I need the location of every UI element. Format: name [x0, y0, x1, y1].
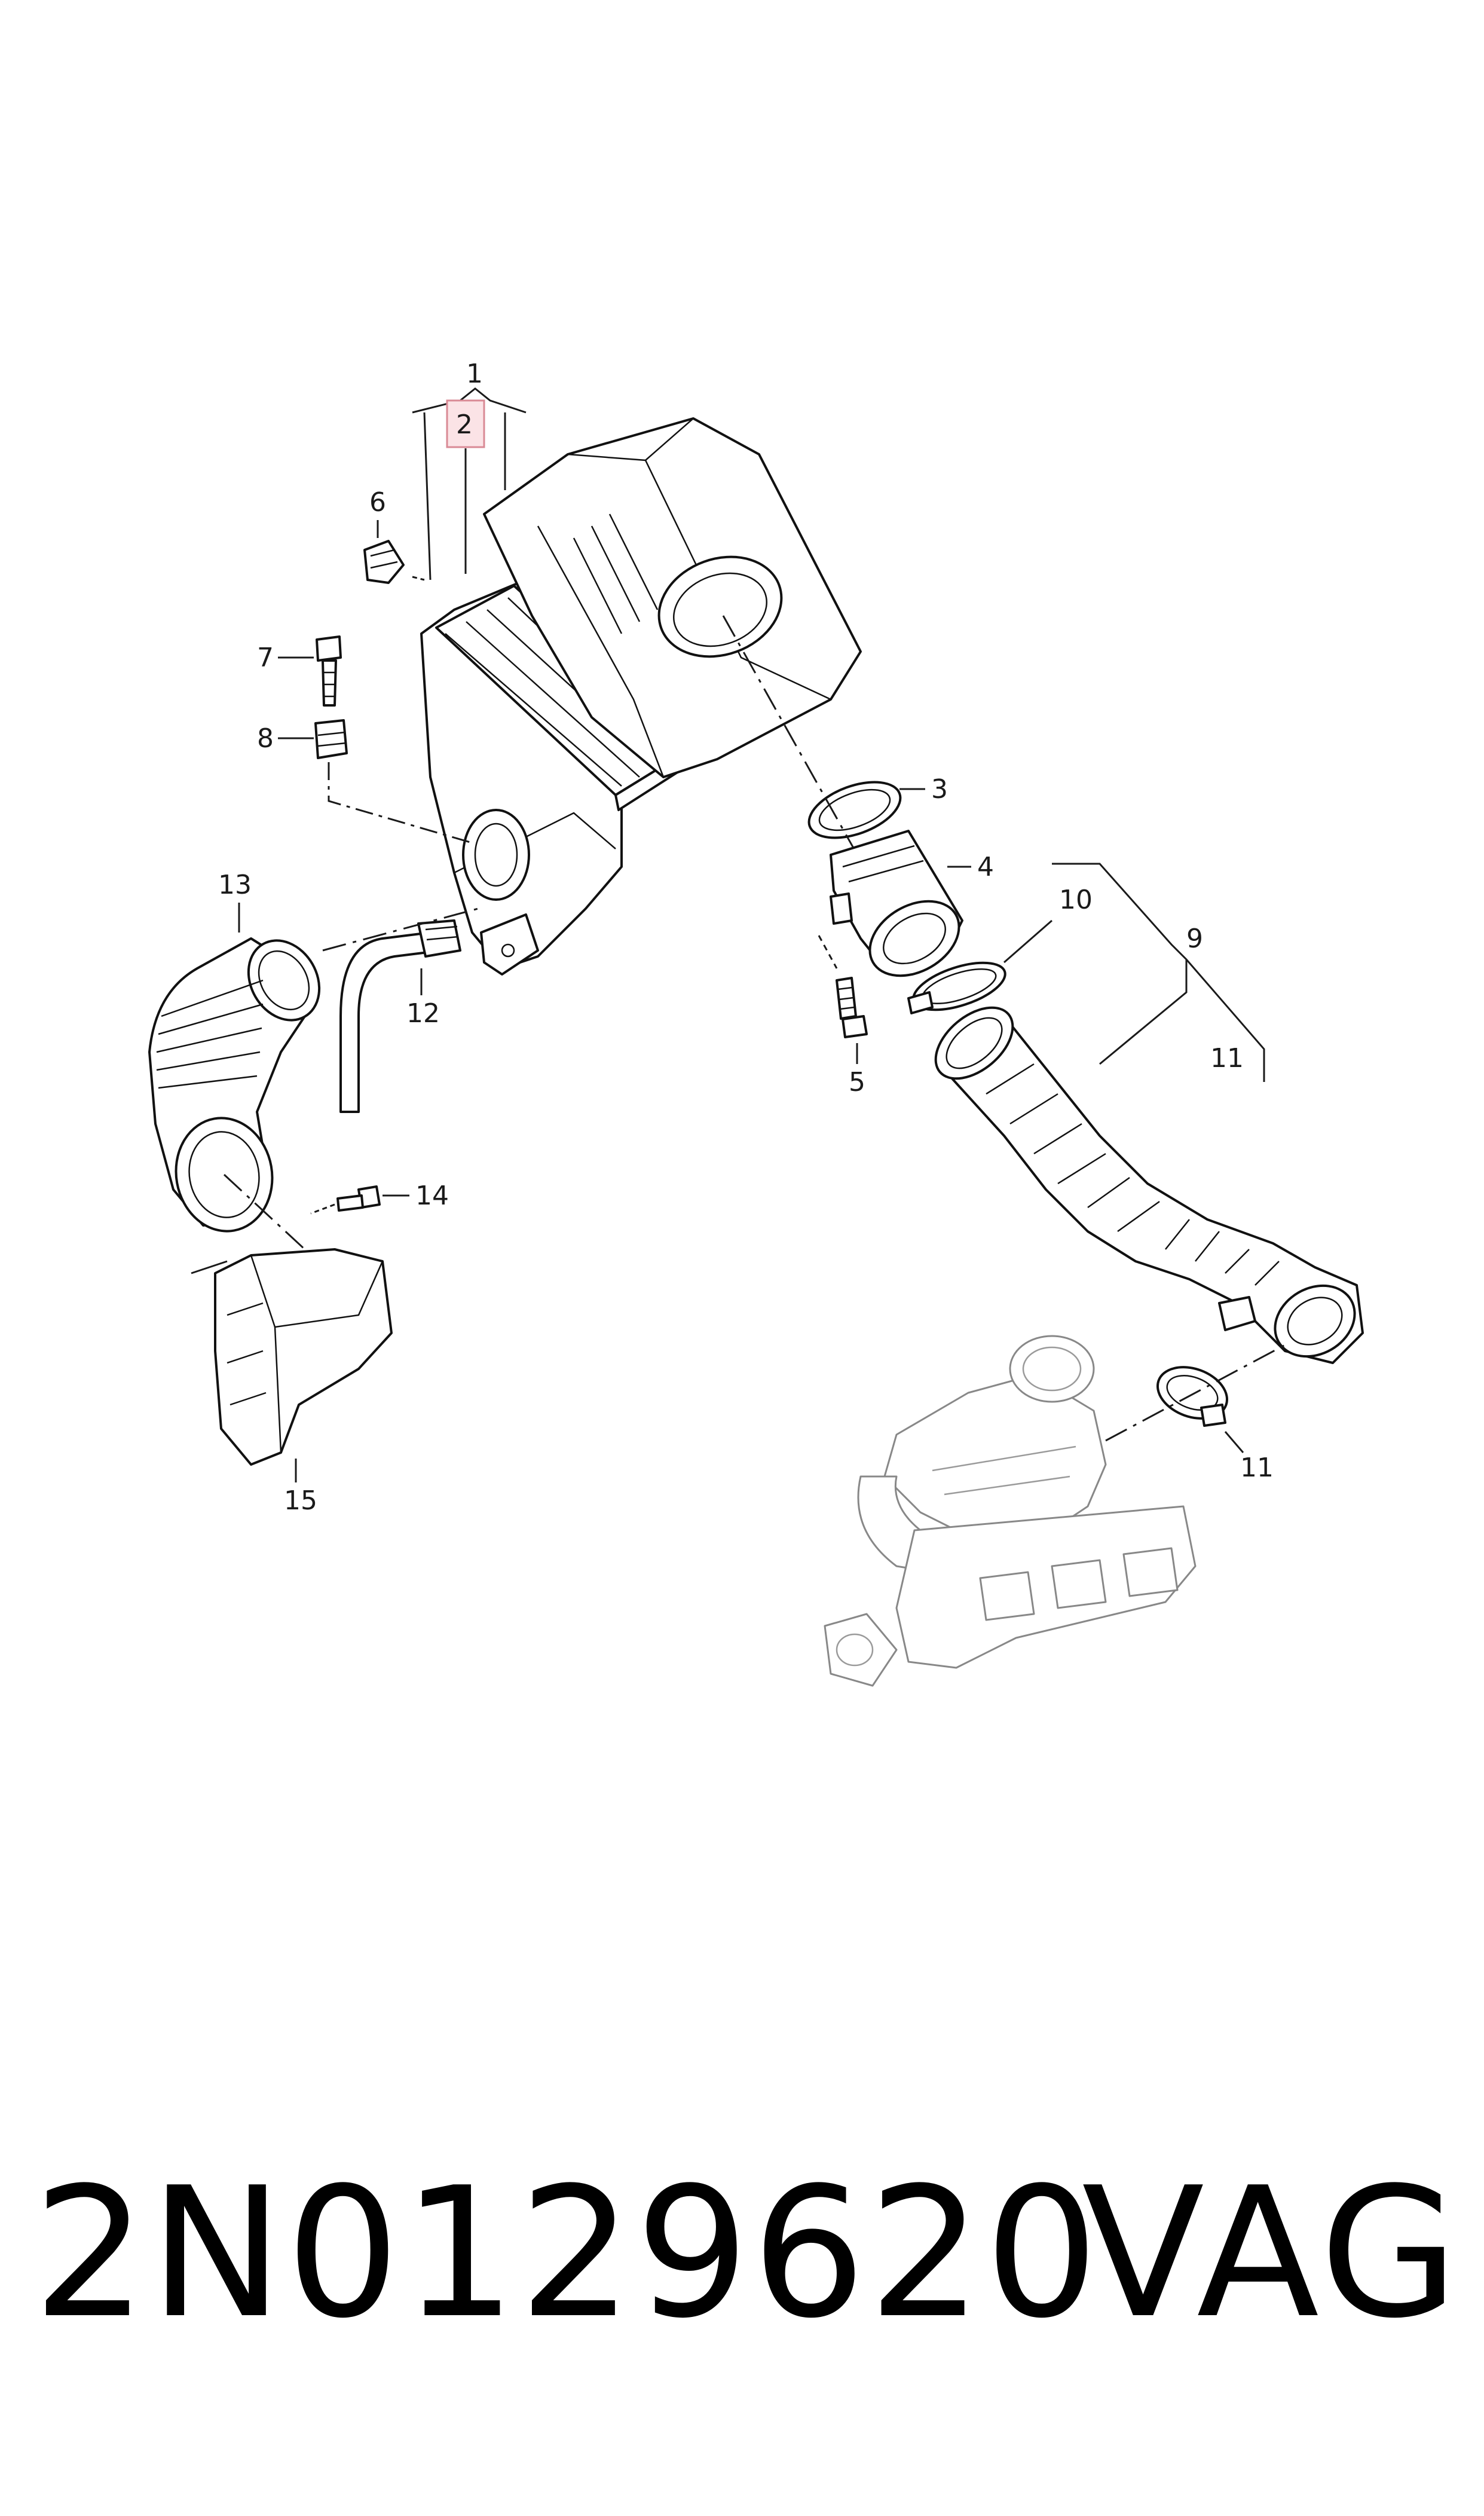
svg-text:5: 5 — [849, 1067, 865, 1097]
callout-7[interactable]: 7 — [257, 643, 314, 673]
svg-text:4: 4 — [977, 852, 994, 882]
callout-13[interactable]: 13 — [218, 870, 252, 933]
callout-11-lower[interactable]: 11 — [1224, 1431, 1274, 1483]
brand-name: VAG — [1082, 2149, 1462, 2358]
callout-3[interactable]: 3 — [899, 774, 948, 805]
footer: 2N0129620 VAG — [0, 2140, 1484, 2367]
svg-text:11: 11 — [1240, 1453, 1274, 1483]
svg-text:9: 9 — [1186, 924, 1203, 954]
callout-12[interactable]: 12 — [406, 968, 440, 1029]
callout-9[interactable]: 9 — [1052, 863, 1265, 1082]
air-filter-housing[interactable] — [420, 417, 862, 976]
callout-1[interactable]: 1 — [412, 359, 527, 580]
screw-part-5[interactable] — [818, 935, 868, 1038]
svg-text:13: 13 — [218, 870, 252, 900]
callout-14[interactable]: 14 — [383, 1181, 449, 1211]
svg-text:1: 1 — [466, 359, 483, 389]
callout-10[interactable]: 10 — [1003, 885, 1093, 964]
part-number: 2N0129620 — [33, 2149, 1101, 2358]
hose-clamp-part-11[interactable] — [1105, 1344, 1286, 1442]
breather-hose-part-12[interactable] — [322, 907, 479, 1113]
mass-airflow-sensor-part-4[interactable] — [830, 830, 972, 991]
svg-text:15: 15 — [284, 1485, 317, 1516]
svg-text:6: 6 — [369, 487, 386, 518]
callout-2-highlighted[interactable]: 2 — [446, 399, 485, 574]
svg-text:12: 12 — [406, 998, 440, 1029]
svg-text:10: 10 — [1059, 885, 1093, 915]
callout-11-upper[interactable]: 11 — [1210, 1043, 1244, 1074]
turbocharger-reference — [824, 1335, 1197, 1687]
svg-text:3: 3 — [931, 774, 948, 805]
callout-6[interactable]: 6 — [369, 487, 386, 538]
svg-text:14: 14 — [415, 1181, 449, 1211]
svg-text:7: 7 — [257, 643, 274, 673]
svg-text:11: 11 — [1210, 1043, 1244, 1074]
svg-text:8: 8 — [257, 723, 274, 754]
callout-4[interactable]: 4 — [947, 852, 994, 882]
hose-clamp-part-10[interactable] — [907, 953, 1011, 1019]
nut-part-8[interactable] — [314, 719, 473, 844]
parts-diagram: 1 2 6 7 8 — [148, 359, 1368, 1687]
intake-duct-part-9[interactable] — [923, 993, 1368, 1370]
seal-ring-part-3[interactable] — [801, 771, 908, 849]
intake-bellows-part-13[interactable] — [148, 928, 333, 1251]
svg-text:2: 2 — [456, 409, 473, 440]
callout-5[interactable]: 5 — [849, 1043, 865, 1097]
callout-8[interactable]: 8 — [257, 723, 314, 754]
grommet-part-6[interactable] — [363, 540, 425, 584]
bolt-part-7[interactable] — [316, 635, 342, 707]
air-guide-part-15[interactable] — [191, 1248, 393, 1466]
screw-part-14[interactable] — [310, 1185, 381, 1215]
callout-15[interactable]: 15 — [284, 1459, 317, 1516]
assembly-axis-line — [722, 615, 898, 933]
